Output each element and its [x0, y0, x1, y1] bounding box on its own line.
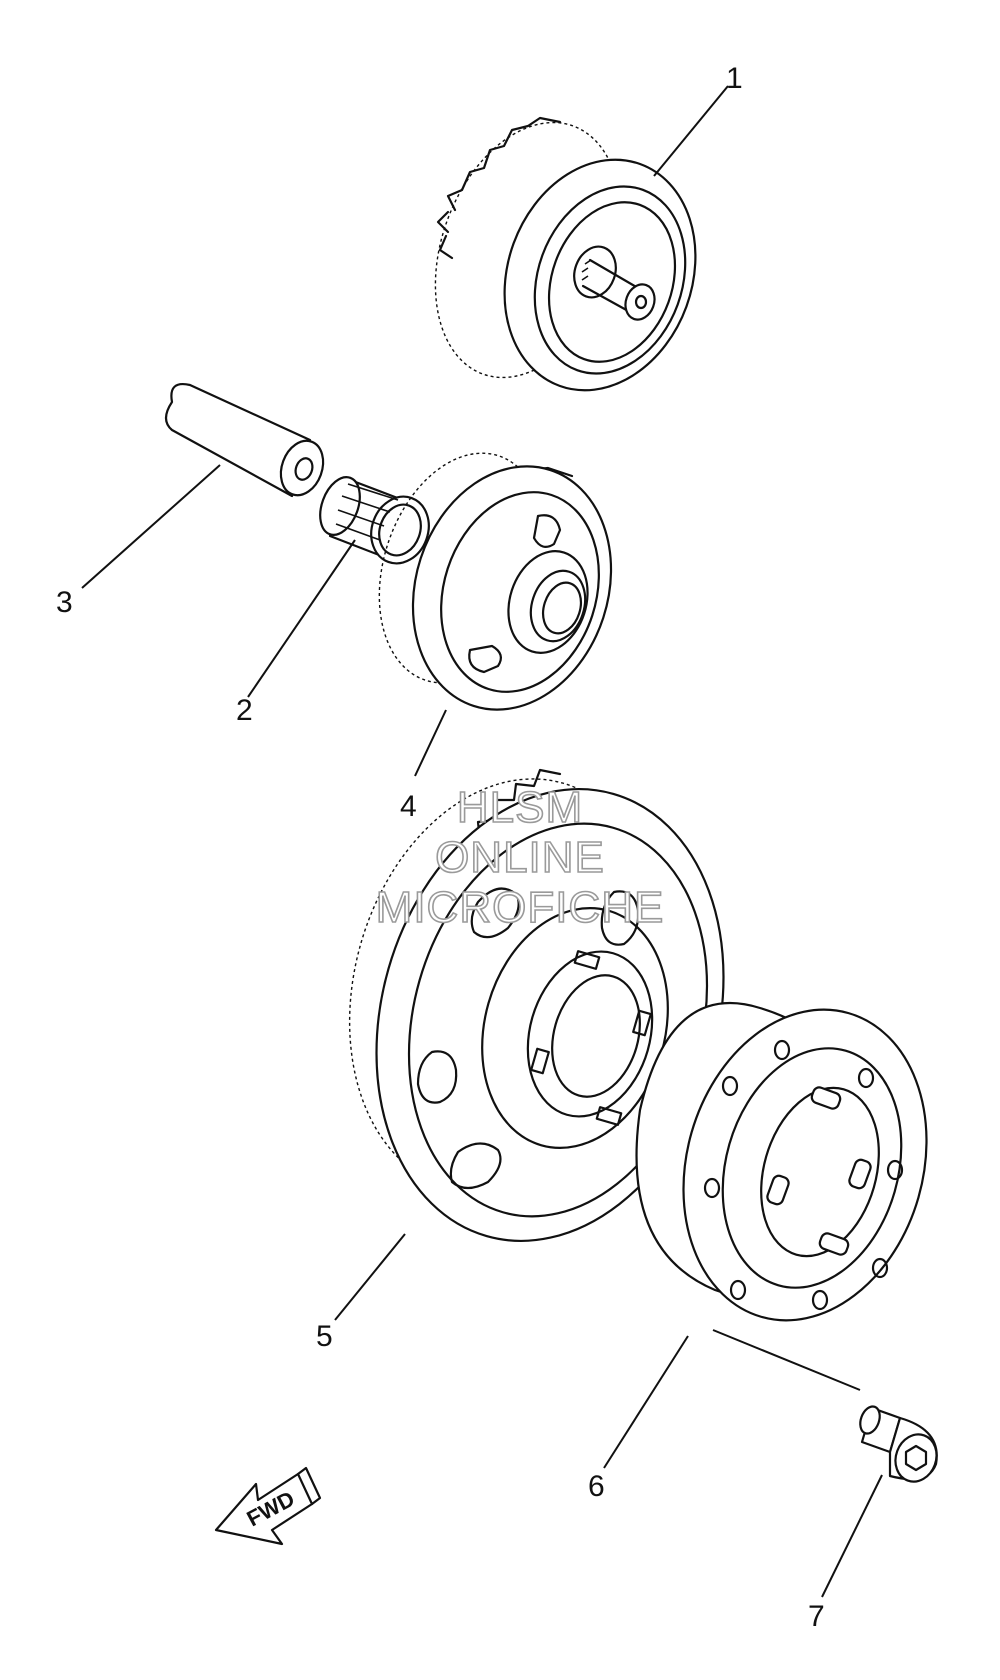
- part-6-one-way-clutch[interactable]: [635, 981, 962, 1350]
- callout-2[interactable]: 2: [236, 694, 253, 727]
- watermark: HLSM ONLINE MICROFICHE: [375, 782, 665, 933]
- fwd-direction-arrow: FWD: [214, 1466, 322, 1546]
- callout-5[interactable]: 5: [316, 1320, 333, 1353]
- callout-3[interactable]: 3: [56, 586, 73, 619]
- leader-lines: [81, 85, 883, 1598]
- part-7-bolt[interactable]: [857, 1404, 943, 1488]
- part-2-needle-bearing[interactable]: [313, 472, 438, 572]
- part-3-shaft[interactable]: [164, 383, 330, 501]
- watermark-line-3: MICROFICHE: [376, 883, 665, 932]
- callout-4[interactable]: 4: [400, 790, 417, 823]
- part-4-idler-gear[interactable]: [351, 432, 641, 736]
- callout-6[interactable]: 6: [588, 1470, 605, 1503]
- watermark-line-1: HLSM: [457, 783, 583, 832]
- callout-7[interactable]: 7: [808, 1600, 825, 1633]
- callout-labels: 1 2 3 4 5 6 7: [56, 62, 825, 1633]
- watermark-line-2: ONLINE: [435, 833, 605, 882]
- callout-1[interactable]: 1: [726, 62, 743, 95]
- part-1-idle-gear-assembly[interactable]: [402, 97, 727, 418]
